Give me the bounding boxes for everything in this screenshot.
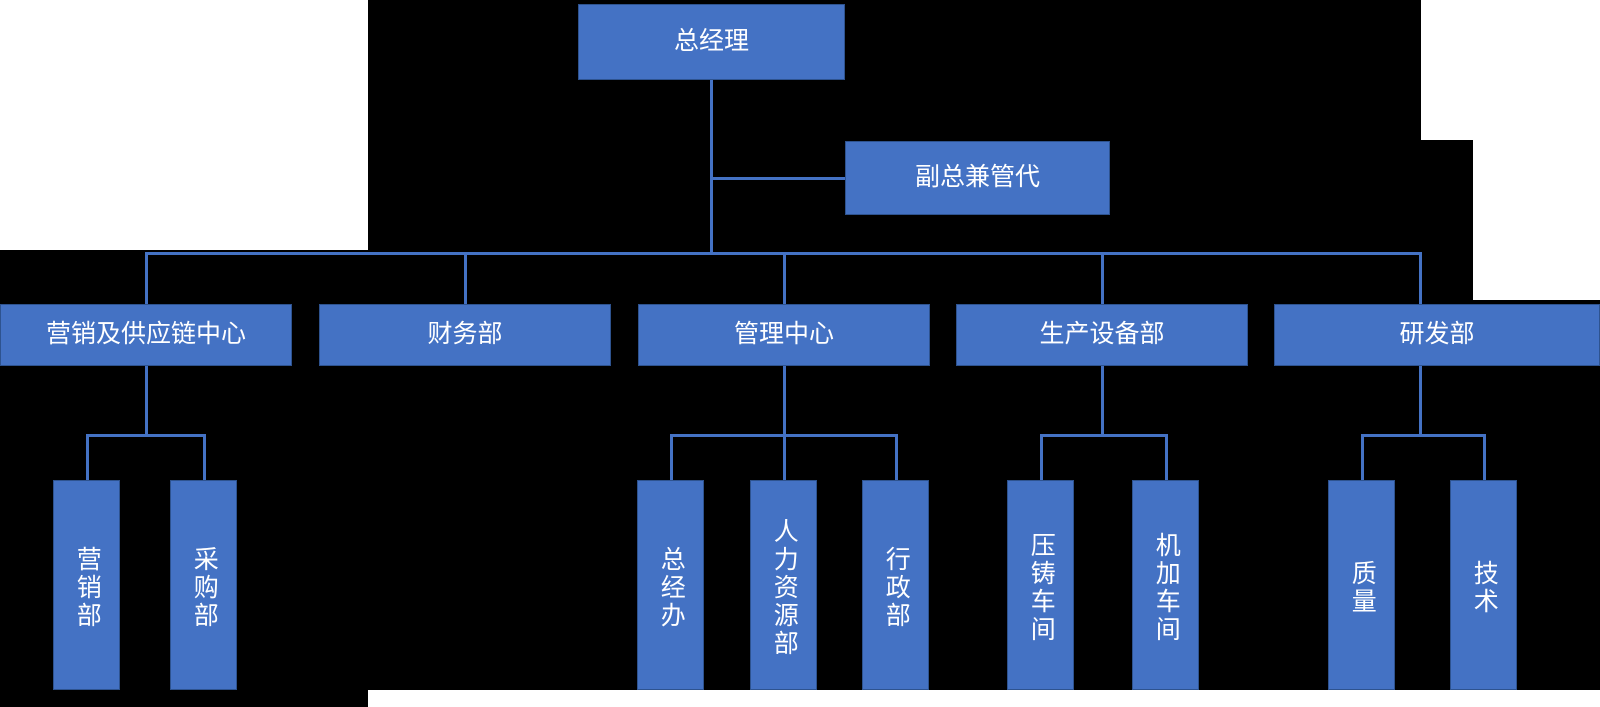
node-label-sub-quality: 质量 <box>1348 560 1377 616</box>
node-sub-quality[interactable]: 质量 <box>1328 480 1395 690</box>
node-label-sub-purchasing: 采购部 <box>190 546 219 630</box>
connector-stem-management-center <box>783 365 786 436</box>
node-sub-gm-office[interactable]: 总经办 <box>637 480 704 690</box>
node-label-sub-technology: 技术 <box>1470 560 1499 616</box>
connector-bus-rd <box>1361 434 1486 437</box>
connector-drop-rd <box>1419 252 1422 304</box>
background-plate-top-right <box>1421 0 1600 140</box>
node-sub-technology[interactable]: 技术 <box>1450 480 1517 690</box>
node-sub-admin[interactable]: 行政部 <box>862 480 929 690</box>
node-label-sub-gm-office: 总经办 <box>657 546 686 630</box>
connector-stem-rd <box>1419 365 1422 436</box>
connector-drop-sub-marketing <box>86 434 89 480</box>
node-dept-marketing-supply[interactable]: 营销及供应链中心 <box>0 304 292 366</box>
connector-drop-sub-purchasing <box>203 434 206 480</box>
node-label-dept-rd: 研发部 <box>1399 320 1475 349</box>
background-plate-top-left <box>0 0 368 250</box>
node-sub-machining-workshop[interactable]: 机加车间 <box>1132 480 1199 690</box>
node-sub-diecast-workshop[interactable]: 压铸车间 <box>1007 480 1074 690</box>
connector-drop-sub-technology <box>1483 434 1486 480</box>
node-dept-rd[interactable]: 研发部 <box>1274 304 1600 366</box>
background-plate-bottom-strip <box>368 690 1600 707</box>
node-dept-management-center[interactable]: 管理中心 <box>638 304 930 366</box>
connector-drop-marketing-supply <box>145 252 148 304</box>
node-label-sub-diecast-workshop: 压铸车间 <box>1027 532 1056 644</box>
node-label-sub-machining-workshop: 机加车间 <box>1152 532 1181 644</box>
connector-bus-production-equipment <box>1040 434 1168 437</box>
connector-drop-production-equipment <box>1101 252 1104 304</box>
node-label-sub-admin: 行政部 <box>882 546 911 630</box>
background-plate-right-upper <box>1473 140 1600 300</box>
node-label-dept-management-center: 管理中心 <box>733 320 834 349</box>
node-label-general-manager: 总经理 <box>673 27 749 56</box>
connector-drop-sub-machining <box>1165 434 1168 480</box>
connector-drop-sub-gm-office <box>670 434 673 480</box>
node-vice-president[interactable]: 副总兼管代 <box>845 141 1110 215</box>
connector-drop-sub-admin <box>895 434 898 480</box>
node-general-manager[interactable]: 总经理 <box>578 4 845 80</box>
node-label-dept-production-equipment: 生产设备部 <box>1039 320 1165 349</box>
node-dept-finance[interactable]: 财务部 <box>319 304 611 366</box>
connector-stem-marketing-supply <box>145 365 148 436</box>
connector-drop-sub-hr <box>783 434 786 480</box>
connector-drop-sub-diecast <box>1040 434 1043 480</box>
node-label-vice-president: 副总兼管代 <box>914 163 1040 192</box>
node-label-sub-marketing: 营销部 <box>73 546 102 630</box>
node-sub-marketing[interactable]: 营销部 <box>53 480 120 690</box>
node-sub-hr[interactable]: 人力资源部 <box>750 480 817 690</box>
connector-drop-management-center <box>783 252 786 304</box>
connector-drop-sub-quality <box>1361 434 1364 480</box>
connector-drop-finance <box>464 252 467 304</box>
node-sub-purchasing[interactable]: 采购部 <box>170 480 237 690</box>
node-label-dept-marketing-supply: 营销及供应链中心 <box>45 320 246 349</box>
node-label-dept-finance: 财务部 <box>427 320 503 349</box>
node-label-sub-hr: 人力资源部 <box>770 518 799 658</box>
connector-gm-to-vp <box>710 177 846 180</box>
connector-stem-production-equipment <box>1101 365 1104 436</box>
connector-bus-marketing-supply <box>86 434 206 437</box>
connector-gm-stem <box>710 80 713 254</box>
node-dept-production-equipment[interactable]: 生产设备部 <box>956 304 1248 366</box>
